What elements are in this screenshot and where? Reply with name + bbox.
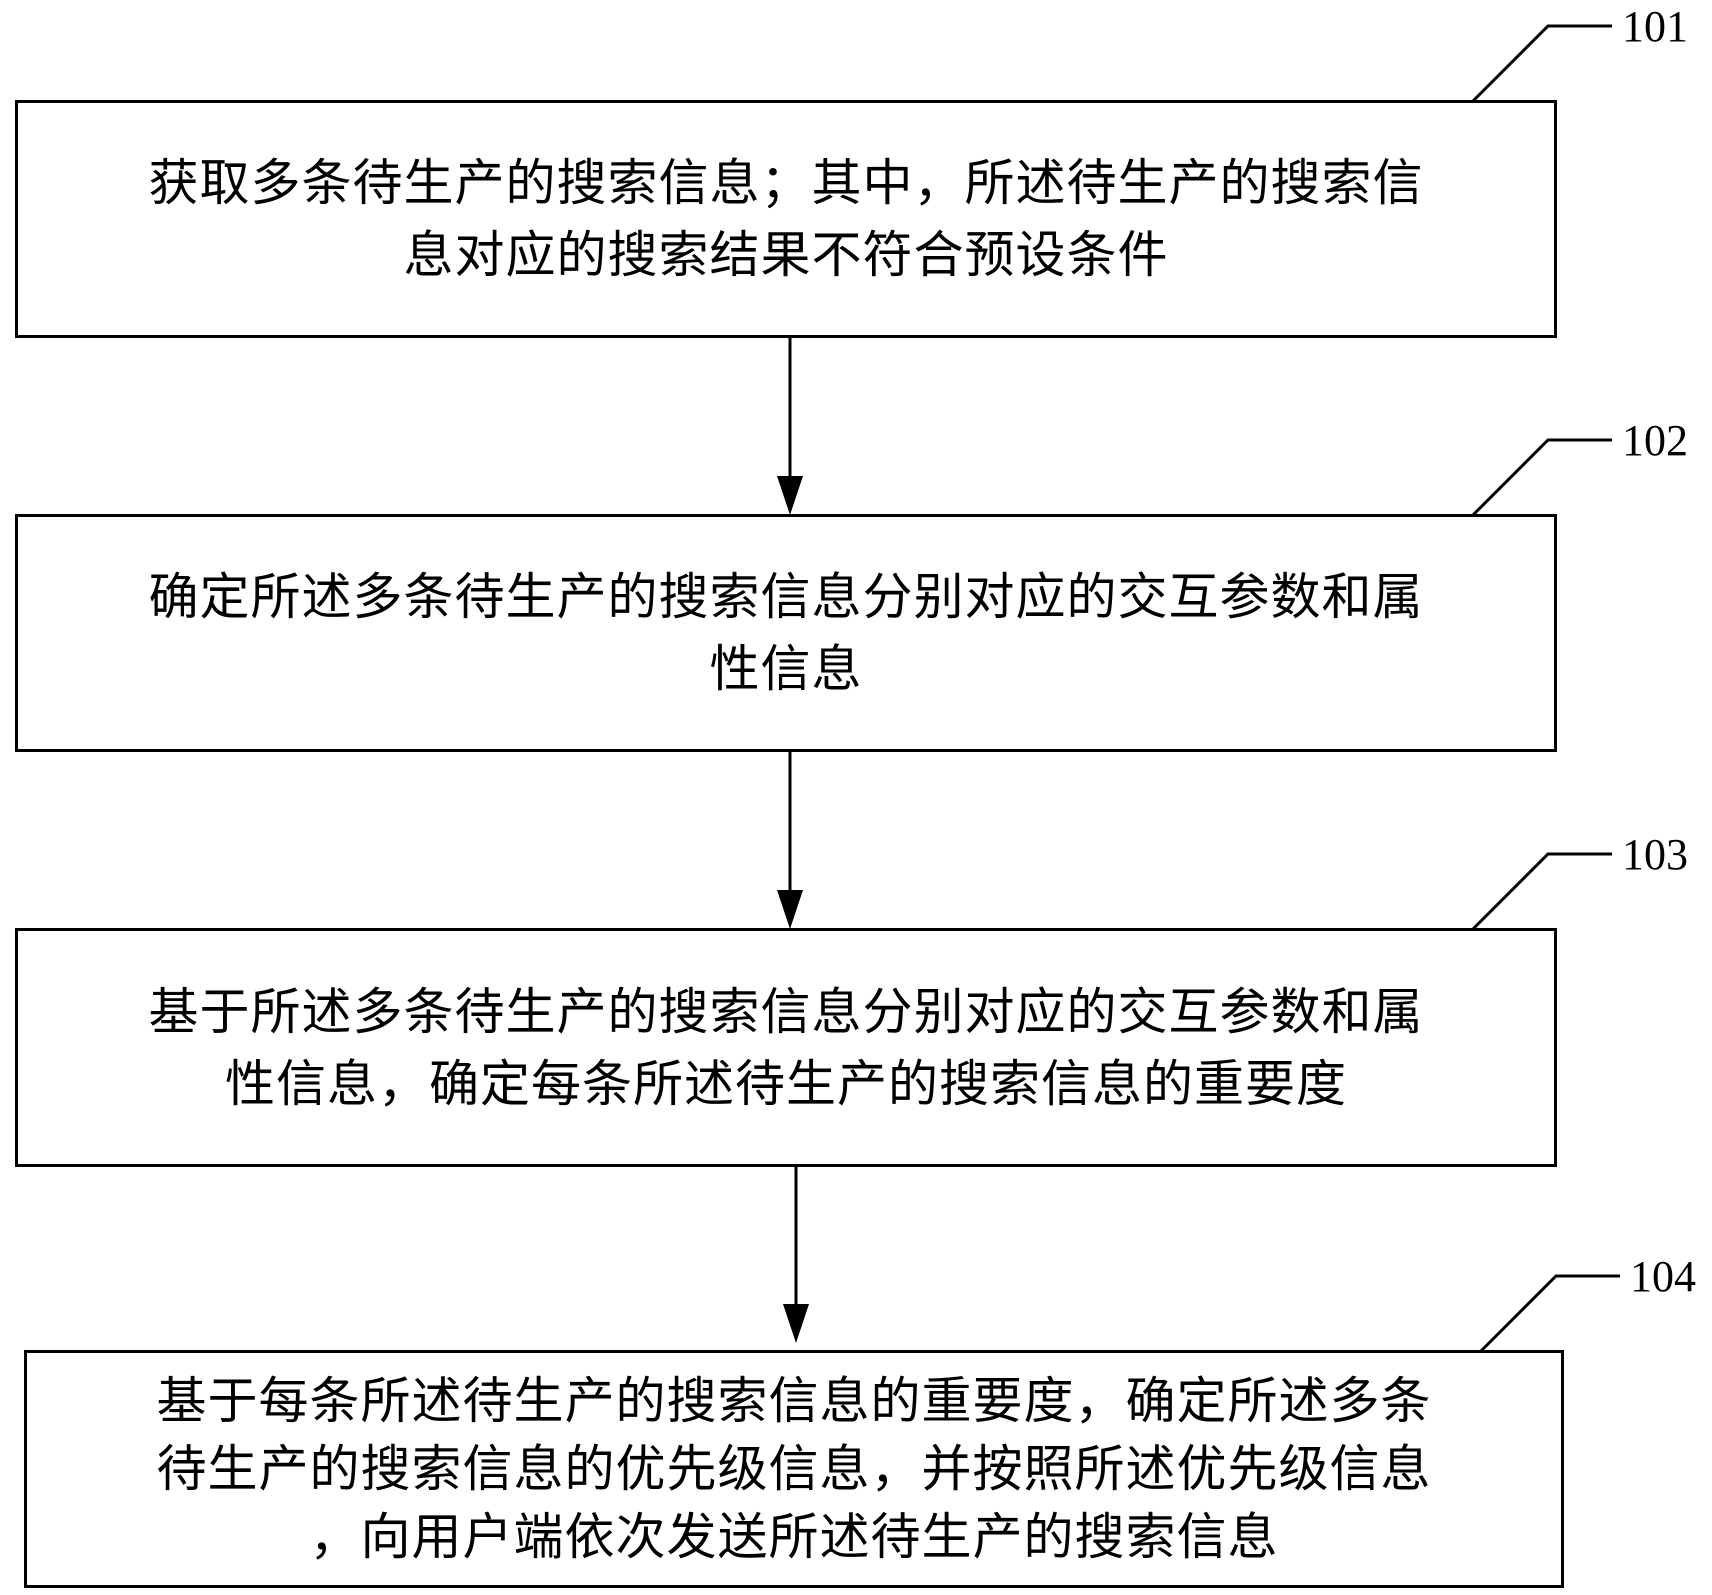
step-text-line: ，向用户端依次发送所述待生产的搜索信息 — [309, 1508, 1279, 1566]
step-text-line: 待生产的搜索信息的优先级信息，并按照所述优先级信息 — [156, 1440, 1432, 1498]
step-text-line: 获取多条待生产的搜索信息；其中，所述待生产的搜索信 — [148, 154, 1424, 212]
leader-line-102 — [1471, 438, 1612, 517]
step-label-103: 103 — [1622, 830, 1688, 879]
step-box-104: 基于每条所述待生产的搜索信息的重要度，确定所述多条 待生产的搜索信息的优先级信息… — [24, 1350, 1564, 1588]
leader-line-103 — [1471, 852, 1612, 931]
step-text-104: 基于每条所述待生产的搜索信息的重要度，确定所述多条 待生产的搜索信息的优先级信息… — [157, 1367, 1432, 1571]
step-text-line: 基于所述多条待生产的搜索信息分别对应的交互参数和属 — [148, 982, 1424, 1041]
step-box-101: 获取多条待生产的搜索信息；其中，所述待生产的搜索信 息对应的搜索结果不符合预设条… — [15, 100, 1557, 338]
step-text-line: 性信息，确定每条所述待生产的搜索信息的重要度 — [225, 1054, 1347, 1113]
step-text-line: 性信息 — [709, 640, 863, 698]
arrow-101-102 — [777, 338, 803, 515]
step-text-line: 确定所述多条待生产的搜索信息分别对应的交互参数和属 — [148, 568, 1424, 626]
step-text-103: 基于所述多条待生产的搜索信息分别对应的交互参数和属 性信息，确定每条所述待生产的… — [149, 976, 1424, 1120]
step-text-102: 确定所述多条待生产的搜索信息分别对应的交互参数和属 性信息 — [149, 561, 1424, 705]
step-text-line: 息对应的搜索结果不符合预设条件 — [403, 226, 1169, 284]
arrow-103-104 — [783, 1167, 809, 1343]
step-label-101: 101 — [1622, 2, 1688, 51]
step-label-102: 102 — [1622, 416, 1688, 465]
step-box-103: 基于所述多条待生产的搜索信息分别对应的交互参数和属 性信息，确定每条所述待生产的… — [15, 928, 1557, 1167]
step-label-104: 104 — [1630, 1252, 1696, 1301]
leader-line-101 — [1471, 24, 1612, 103]
leader-line-104 — [1479, 1274, 1620, 1353]
step-box-102: 确定所述多条待生产的搜索信息分别对应的交互参数和属 性信息 — [15, 514, 1557, 752]
step-text-line: 基于每条所述待生产的搜索信息的重要度，确定所述多条 — [156, 1372, 1432, 1430]
arrow-102-103 — [777, 752, 803, 929]
step-text-101: 获取多条待生产的搜索信息；其中，所述待生产的搜索信 息对应的搜索结果不符合预设条… — [149, 147, 1424, 291]
